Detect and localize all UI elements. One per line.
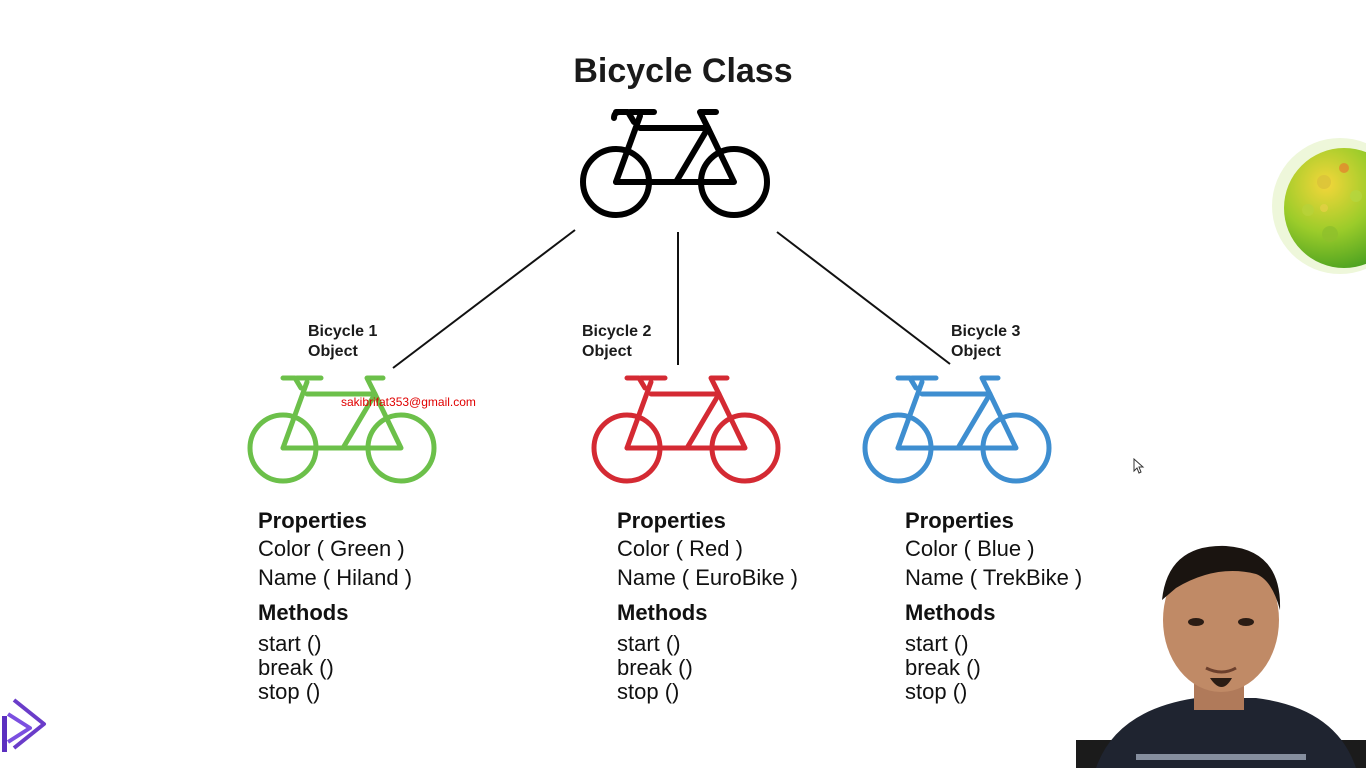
methods-heading: Methods	[258, 600, 349, 625]
methods-heading: Methods	[617, 600, 708, 625]
object-label-1: Bicycle 1 Object	[308, 323, 378, 360]
diagram-title: Bicycle Class	[573, 52, 793, 90]
connector-line-1	[392, 229, 576, 369]
method-start: start ()	[905, 631, 969, 656]
red-bicycle-icon	[591, 375, 781, 484]
method-stop: stop ()	[617, 679, 680, 704]
method-break: break ()	[258, 655, 334, 680]
property-name: Name ( EuroBike )	[617, 565, 798, 590]
object-details-3: Properties Color ( Blue ) Name ( TrekBik…	[905, 508, 1082, 704]
object-label-2: Bicycle 2 Object	[582, 323, 652, 360]
method-break: break ()	[617, 655, 693, 680]
presenter-webcam	[1076, 545, 1366, 768]
property-color: Color ( Red )	[617, 536, 743, 561]
class-bicycle-icon	[580, 109, 770, 218]
properties-heading: Properties	[258, 508, 367, 533]
object-details-1: Properties Color ( Green ) Name ( Hiland…	[258, 508, 412, 704]
property-name: Name ( TrekBike )	[905, 565, 1083, 590]
method-stop: stop ()	[258, 679, 321, 704]
properties-heading: Properties	[905, 508, 1014, 533]
green-bicycle-icon	[247, 375, 437, 484]
method-start: start ()	[617, 631, 681, 656]
property-name: Name ( Hiland )	[258, 565, 413, 590]
blue-bicycle-icon	[862, 375, 1052, 484]
property-color: Color ( Blue )	[905, 536, 1035, 561]
object-label-3: Bicycle 3 Object	[951, 323, 1021, 360]
property-color: Color ( Green )	[258, 536, 405, 561]
object-details-2: Properties Color ( Red ) Name ( EuroBike…	[617, 508, 798, 704]
method-break: break ()	[905, 655, 981, 680]
mouse-cursor-icon	[1133, 458, 1145, 474]
method-stop: stop ()	[905, 679, 968, 704]
methods-heading: Methods	[905, 600, 996, 625]
method-start: start ()	[258, 631, 322, 656]
watermark-email: sakibrifat353@gmail.com	[341, 395, 476, 409]
connector-line-3	[776, 231, 951, 365]
planet-icon	[1272, 138, 1366, 274]
play-logo-icon	[2, 698, 46, 752]
properties-heading: Properties	[617, 508, 726, 533]
